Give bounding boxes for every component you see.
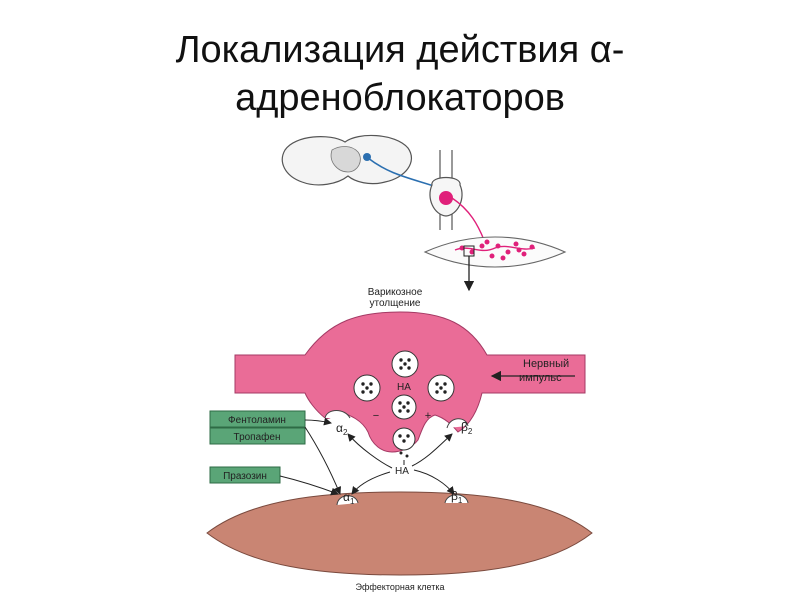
nerve-impulse-label-1: Нервный — [523, 358, 569, 370]
drug-prazosin-label: Празозин — [223, 471, 267, 482]
varicose-label-1: Варикозное — [368, 287, 423, 298]
alpha2-label: α2 — [336, 421, 348, 437]
drug-box-phentolamine: Фентоламин — [209, 410, 306, 428]
prazosin-to-alpha1-arrow — [279, 475, 339, 496]
drug-tropafen-label: Тропафен — [234, 431, 281, 443]
target-tissue — [423, 236, 567, 268]
phentolamine-to-alpha1-arrow — [304, 426, 341, 495]
na-vesicle-label: НА — [397, 382, 411, 393]
postganglionic-fiber — [451, 197, 485, 241]
title-line-1: Локализация действия α- — [175, 29, 625, 71]
sympathetic-ganglion — [429, 150, 463, 230]
vesicle-right — [427, 374, 455, 402]
drug-box-tropafen: Тропафен — [209, 427, 306, 445]
nerve-impulse-label-2: импульс — [519, 372, 562, 384]
beta1-receptor-site — [444, 494, 469, 504]
title-line-2: адреноблокаторов — [235, 77, 565, 119]
gray-matter — [330, 146, 361, 173]
minus-sign: − — [373, 410, 379, 422]
na-to-beta1-arrow — [413, 469, 455, 495]
vesicle-left — [353, 374, 381, 402]
vesicle-releasing — [392, 427, 416, 458]
na-to-alpha2-arrow — [347, 433, 393, 469]
phentolamine-to-alpha2-arrow — [304, 417, 332, 426]
postganglionic-neuron-body — [439, 191, 453, 205]
beta2-receptor-site — [446, 418, 469, 429]
drug-phentolamine-label: Фентоламин — [228, 415, 286, 426]
spinal-cord-section — [281, 134, 413, 186]
alpha2-receptor-site — [324, 410, 351, 419]
na-to-beta2-arrow — [411, 433, 453, 467]
na-released-label: НА — [395, 466, 409, 477]
effector-cell — [206, 491, 593, 576]
alpha1-receptor-site — [336, 495, 359, 506]
varicose-label-2: утолщение — [370, 298, 421, 309]
na-vesicles — [353, 350, 455, 458]
alpha1-label: α1 — [343, 490, 355, 506]
effector-cell-label: Эффекторная клетка — [356, 582, 445, 592]
beta1-label: β1 — [451, 489, 463, 505]
vesicle-center — [391, 394, 417, 420]
na-to-alpha1-arrow — [351, 471, 391, 495]
plus-sign: + — [425, 410, 431, 422]
drug-box-prazosin: Празозин — [209, 466, 281, 484]
vesicle-top — [391, 350, 419, 378]
slide-title: Локализация действия α- адреноблокаторов — [0, 26, 800, 122]
beta2-label: β2 — [461, 420, 473, 436]
